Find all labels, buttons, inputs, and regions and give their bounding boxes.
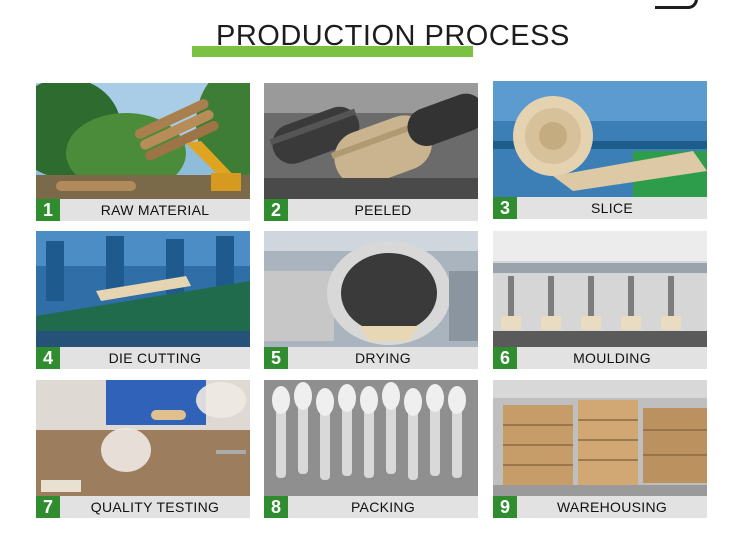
step-card-slice: 3 SLICE xyxy=(493,81,707,219)
step-number-badge: 5 xyxy=(264,347,288,369)
step-number-badge: 8 xyxy=(264,496,288,518)
header: PRODUCTION PROCESS xyxy=(192,18,569,60)
step-label-bar: 3 SLICE xyxy=(493,197,707,219)
step-card-packing: 8 PACKING xyxy=(264,380,478,518)
step-label-bar: 9 WAREHOUSING xyxy=(493,496,707,518)
peeled-photo xyxy=(264,83,478,199)
slice-photo xyxy=(493,81,707,197)
raw-material-photo xyxy=(36,83,250,199)
step-label-bar: 6 MOULDING xyxy=(493,347,707,369)
step-label: SLICE xyxy=(591,200,633,216)
step-label: DIE CUTTING xyxy=(108,350,202,366)
step-label: MOULDING xyxy=(573,350,651,366)
step-label-bar: 2 PEELED xyxy=(264,199,478,221)
step-label-bar: 5 DRYING xyxy=(264,347,478,369)
step-card-quality-testing: 7 QUALITY TESTING xyxy=(36,380,250,518)
step-label-bar: 7 QUALITY TESTING xyxy=(36,496,250,518)
step-number-badge: 7 xyxy=(36,496,60,518)
step-number-badge: 4 xyxy=(36,347,60,369)
step-number-badge: 1 xyxy=(36,199,60,221)
die-cutting-photo xyxy=(36,231,250,347)
step-label: RAW MATERIAL xyxy=(100,202,210,218)
step-card-raw-material: 1 RAW MATERIAL xyxy=(36,83,250,221)
warehousing-photo xyxy=(493,380,707,496)
page-title: PRODUCTION PROCESS xyxy=(216,20,570,52)
step-label-bar: 1 RAW MATERIAL xyxy=(36,199,250,221)
step-label: DRYING xyxy=(355,350,411,366)
step-number-badge: 6 xyxy=(493,347,517,369)
quality-testing-photo xyxy=(36,380,250,496)
drying-photo xyxy=(264,231,478,347)
step-card-drying: 5 DRYING xyxy=(264,231,478,369)
corner-decoration xyxy=(655,0,698,9)
step-number-badge: 2 xyxy=(264,199,288,221)
step-card-warehousing: 9 WAREHOUSING xyxy=(493,380,707,518)
packing-photo xyxy=(264,380,478,496)
moulding-photo xyxy=(493,231,707,347)
step-card-die-cutting: 4 DIE CUTTING xyxy=(36,231,250,369)
step-label-bar: 4 DIE CUTTING xyxy=(36,347,250,369)
step-card-moulding: 6 MOULDING xyxy=(493,231,707,369)
step-number-badge: 9 xyxy=(493,496,517,518)
step-number-badge: 3 xyxy=(493,197,517,219)
step-label-bar: 8 PACKING xyxy=(264,496,478,518)
step-card-peeled: 2 PEELED xyxy=(264,83,478,221)
step-label: WAREHOUSING xyxy=(556,499,668,515)
step-label: PEELED xyxy=(354,202,412,218)
step-label: QUALITY TESTING xyxy=(90,499,220,515)
step-label: PACKING xyxy=(350,499,416,515)
title-underline xyxy=(192,46,473,57)
